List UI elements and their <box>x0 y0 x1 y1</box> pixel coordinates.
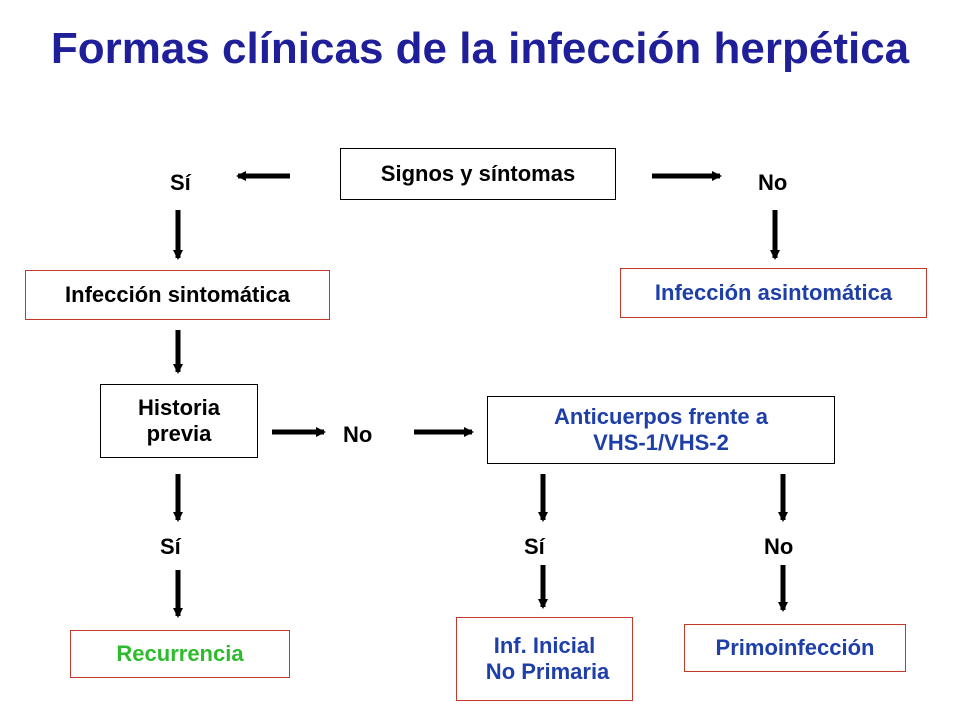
label-si-historia: Sí <box>160 534 181 559</box>
page-title: Formas clínicas de la infección herpétic… <box>50 24 910 73</box>
node-primoinfeccion: Primoinfección <box>684 624 906 672</box>
node-signos-y-sintomas: Signos y síntomas <box>340 148 616 200</box>
node-infeccion-asintomatica: Infección asintomática <box>620 268 927 318</box>
node-recurrencia: Recurrencia <box>70 630 290 678</box>
label-si-top: Sí <box>170 170 191 195</box>
label-si-anticuerpos: Sí <box>524 534 545 559</box>
node-anticuerpos: Anticuerpos frente a VHS-1/VHS-2 <box>487 396 835 464</box>
label-no-top: No <box>758 170 788 195</box>
node-infeccion-sintomatica: Infección sintomática <box>25 270 330 320</box>
node-historia-previa: Historia previa <box>100 384 258 458</box>
label-no-mid: No <box>343 422 373 447</box>
label-no-anticuerpos: No <box>764 534 794 559</box>
node-inf-inicial-no-primaria: Inf. Inicial No Primaria <box>456 617 633 701</box>
